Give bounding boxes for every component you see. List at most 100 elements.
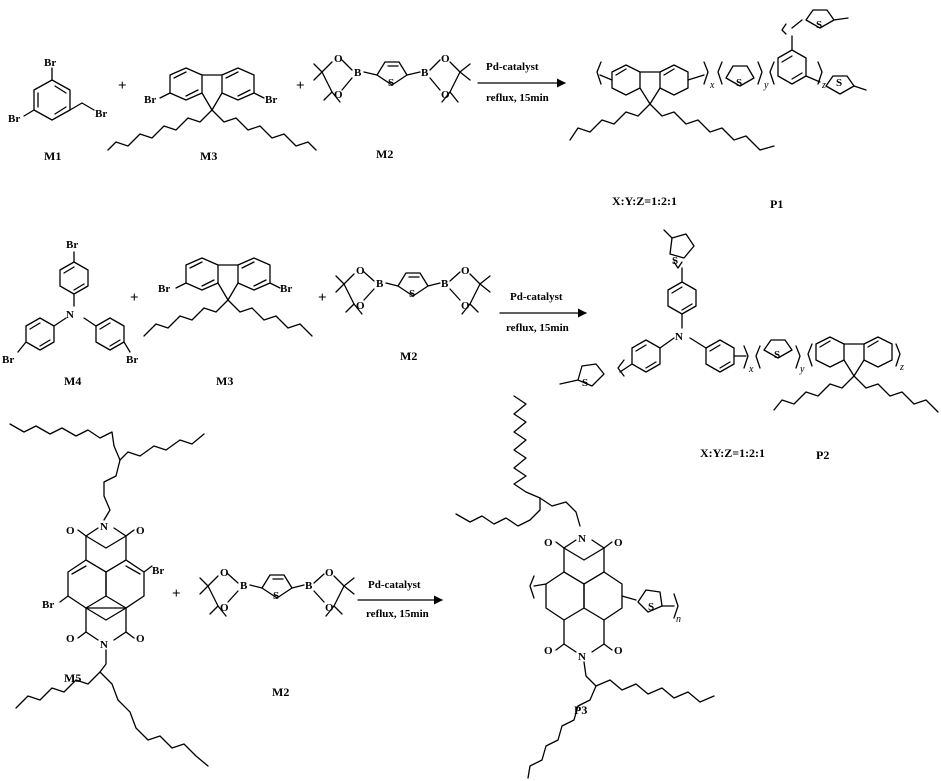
bond (39, 339, 51, 347)
bond (9, 423, 121, 461)
bond (125, 631, 135, 639)
ring (725, 65, 755, 87)
bond (29, 322, 41, 330)
bond (791, 72, 803, 80)
bond (113, 527, 127, 537)
bond (429, 77, 441, 91)
ring (85, 535, 127, 573)
reaction-1: Br Br Br M1 + Br Br M3 + (8, 9, 867, 211)
bond (673, 593, 679, 619)
bond (539, 497, 581, 527)
bond (617, 359, 625, 377)
bond (331, 91, 341, 103)
bond (313, 590, 325, 603)
p3-o: O (544, 645, 553, 657)
m1-br-top: Br (44, 57, 56, 69)
bond (853, 375, 939, 413)
bond (599, 74, 613, 81)
m5-o: O (66, 525, 75, 537)
bond (687, 74, 705, 81)
ring (85, 607, 127, 621)
bond (363, 71, 378, 76)
bond (343, 585, 355, 595)
bond (459, 63, 471, 73)
bond (441, 91, 451, 103)
label-p2: P2 (816, 448, 829, 462)
p2-s: S (672, 255, 678, 267)
bond (54, 85, 67, 94)
conditions-label: reflux, 15min (486, 92, 549, 104)
m4-br-top: Br (66, 239, 78, 251)
bond (817, 61, 823, 85)
bond (773, 375, 855, 411)
bond (103, 459, 121, 521)
bond (833, 17, 849, 21)
bond (843, 359, 855, 377)
p2-z: z (899, 362, 904, 373)
bond (73, 283, 85, 291)
bond (533, 583, 547, 587)
bond (363, 271, 375, 282)
m2-s: S (409, 288, 415, 300)
label-p1-ratio: X:Y:Z=1:2:1 (612, 194, 677, 208)
ring (763, 339, 793, 359)
bond (569, 103, 651, 141)
p2-s: S (774, 349, 780, 361)
bond (211, 109, 317, 151)
bond (335, 283, 345, 293)
ring (376, 61, 408, 86)
polymer-p3-structure: N O O S n O O N (455, 395, 715, 779)
m2-b-right: B (441, 278, 449, 290)
bond (227, 299, 313, 337)
bond (15, 671, 101, 709)
bond (469, 303, 479, 313)
bond (719, 361, 731, 369)
bond (249, 584, 263, 589)
bond (795, 345, 801, 369)
bond (125, 565, 141, 575)
ring (33, 79, 71, 121)
bond (241, 261, 255, 269)
bond (769, 61, 775, 85)
m5-o: O (136, 633, 145, 645)
bond (449, 61, 461, 93)
ring (67, 559, 107, 609)
m2-s: S (273, 590, 279, 602)
m5-o: O (66, 633, 75, 645)
bond (791, 19, 803, 29)
m5-br-left: Br (42, 599, 54, 611)
bond (429, 59, 441, 71)
p2-s: S (582, 377, 588, 389)
m3-br-right: Br (280, 283, 292, 295)
label-m4: M4 (64, 374, 81, 388)
bond (237, 89, 251, 97)
bond (227, 282, 239, 301)
bond (603, 643, 613, 651)
monomer-m3-structure-row1: Br Br (107, 67, 317, 151)
catalyst-label: Pd-catalyst (486, 61, 539, 73)
bond (781, 55, 793, 63)
label-p1: P1 (770, 197, 783, 211)
m2-o: O (334, 89, 343, 101)
label-m2-row1: M2 (376, 147, 393, 161)
bond (99, 322, 111, 330)
label-m1: M1 (44, 149, 61, 163)
bond (325, 605, 335, 617)
m5-br-right: Br (152, 565, 164, 577)
reaction-2: Br N Br Br M4 + (2, 229, 939, 462)
monomer-m2-structure-row1: S B B O O O O (313, 53, 471, 103)
plus-sign: + (296, 78, 305, 94)
bond (363, 288, 375, 301)
bond (645, 361, 657, 369)
m3-br-left: Br (144, 94, 156, 106)
bond (313, 63, 323, 73)
bond (659, 337, 675, 349)
conditions-label: reflux, 15min (506, 322, 569, 334)
bond (639, 87, 651, 105)
bond (217, 282, 229, 301)
bond (555, 643, 565, 651)
bond (709, 344, 721, 352)
bond (71, 565, 87, 575)
bond (563, 643, 577, 653)
p2-y: y (799, 364, 805, 375)
